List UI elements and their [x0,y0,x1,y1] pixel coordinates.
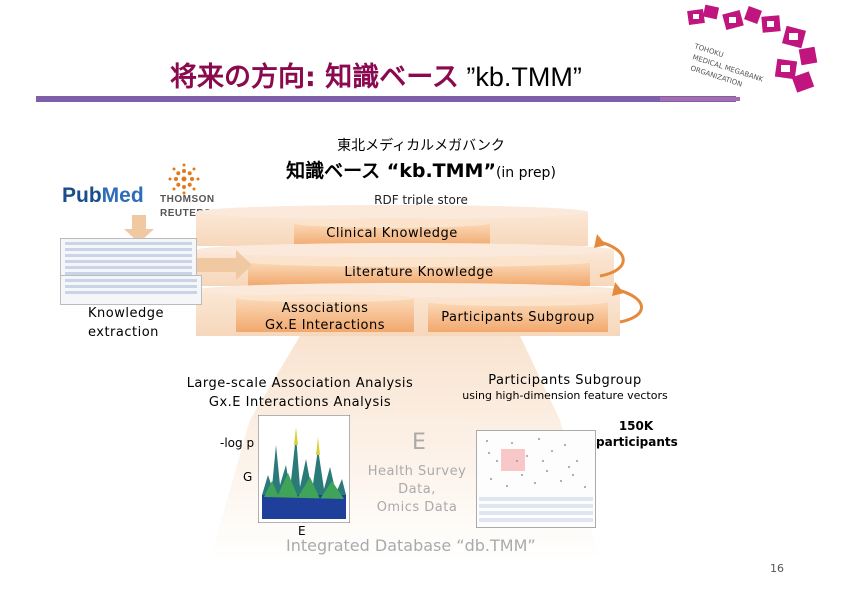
health-survey-line-2: Data, [362,481,472,499]
participants-count-value: 150K [596,418,676,434]
gxe-surface-plot [258,415,350,523]
layer-middle-cap [196,243,614,257]
cycle-arrow-upper-head [594,234,606,248]
health-survey-line-1: Health Survey [362,463,472,481]
associations-label: Associations Gx.E Interactions [236,300,414,334]
participants-count: 150K participants [596,418,676,450]
cycle-arrow-lower [618,290,642,322]
associations-line-2: Gx.E Interactions [236,317,414,334]
literature-knowledge-label: Literature Knowledge [248,265,590,280]
knowledge-extraction-line-2: extraction [88,323,164,342]
neg-log-p-label: -log p [220,436,254,450]
subgroup-analysis-label: Participants Subgroup using high-dimensi… [450,373,680,402]
band-participants-cap [428,298,608,306]
knowledge-extraction-line-1: Knowledge [88,304,164,323]
association-analysis-label: Large-scale Association Analysis Gx.E In… [170,374,430,412]
association-analysis-line-2: Gx.E Interactions Analysis [170,393,430,412]
associations-line-1: Associations [236,300,414,317]
g-axis-label: G [243,470,252,484]
database-label: Integrated Database “db.TMM” [286,536,536,555]
clinical-knowledge-label: Clinical Knowledge [294,226,490,241]
health-survey-line-3: Omics Data [362,499,472,517]
big-e-label: E [412,430,426,455]
literature-screenshot-2 [60,275,202,305]
knowledge-extraction-label: Knowledge extraction [88,304,164,342]
page-number: 16 [770,562,784,575]
scatter-dots [477,431,595,527]
subgroup-analysis-line-2: using high-dimension feature vectors [450,389,680,402]
subgroup-analysis-line-1: Participants Subgroup [450,373,680,388]
participants-scatter-screenshot [476,430,596,528]
participants-count-label: participants [596,434,676,450]
participants-subgroup-label: Participants Subgroup [428,310,608,325]
health-survey-label: Health Survey Data, Omics Data [362,463,472,517]
layer-rdf-top-cap [196,205,588,219]
layer-bottom-cap [196,283,620,297]
association-analysis-line-1: Large-scale Association Analysis [170,374,430,393]
